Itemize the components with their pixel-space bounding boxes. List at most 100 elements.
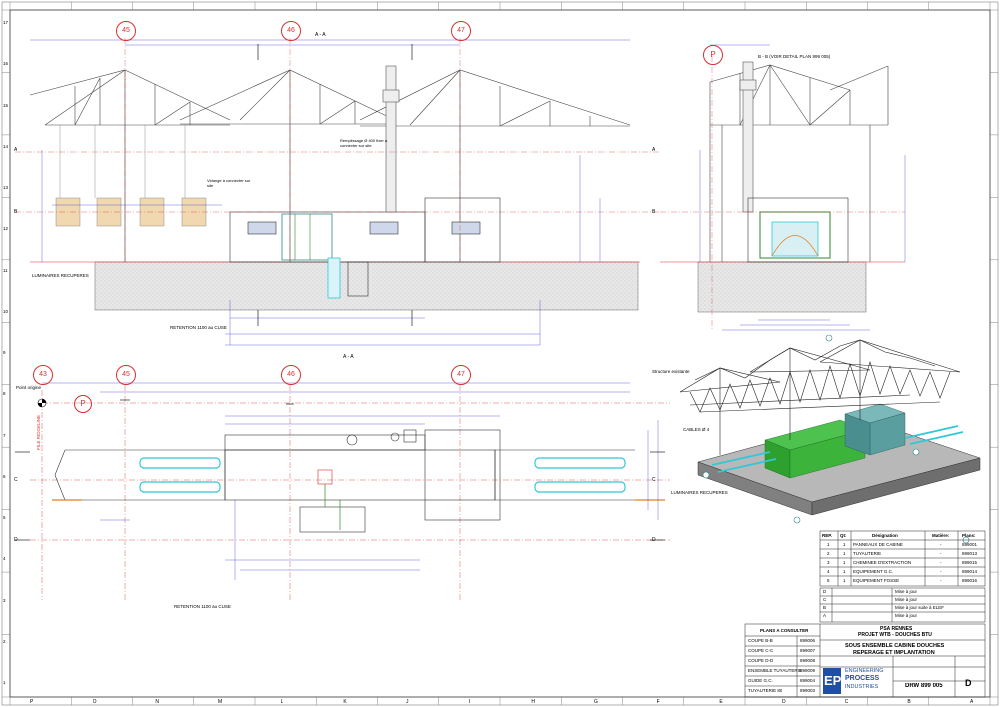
plan-name: ENSEMBLE TUYAUTERIE bbox=[748, 668, 802, 673]
plan-number: 899007 bbox=[800, 648, 816, 653]
border-letter: E bbox=[719, 699, 723, 705]
border-number: 1 bbox=[3, 680, 6, 685]
section-bb bbox=[660, 44, 906, 331]
bom-cell: - bbox=[940, 560, 942, 565]
border-letter: C bbox=[844, 699, 849, 705]
axis-circle-45: 45 bbox=[116, 21, 136, 41]
note-structure-iso: Structure existante bbox=[652, 369, 690, 374]
border-number: 15 bbox=[3, 102, 9, 108]
bom-cell: 1 bbox=[827, 542, 830, 547]
axis-label: 46 bbox=[287, 27, 295, 34]
revision-index: C bbox=[823, 597, 827, 602]
axis-circle-46-plan: 46 bbox=[281, 365, 301, 385]
side-letter: A bbox=[652, 147, 656, 153]
side-letter: C bbox=[14, 477, 18, 483]
bom-cell: 1 bbox=[843, 542, 846, 547]
bom-cell: 899014 bbox=[962, 569, 978, 574]
bom-cell: 1 bbox=[843, 578, 846, 583]
revision-description: Mise à jour bbox=[895, 597, 918, 602]
plan-name: GUIDE G.C. bbox=[748, 678, 773, 683]
axis-circle-p-top: P bbox=[703, 45, 723, 65]
axis-label: 45 bbox=[122, 27, 130, 34]
border-number: 3 bbox=[3, 597, 6, 603]
revision-letter: D bbox=[965, 678, 972, 688]
bom-cell: 4 bbox=[827, 569, 830, 574]
drawing-number: DRW 899 005 bbox=[905, 683, 943, 689]
bom-header-plans: Plans: bbox=[962, 533, 976, 538]
isometric-view bbox=[679, 334, 981, 544]
bom-cell: PANNEAUX DE CABINE bbox=[853, 542, 903, 547]
axis-circle-47: 47 bbox=[451, 21, 471, 41]
drawing-title-1: SOUS ENSEMBLE CABINE DOUCHES bbox=[845, 643, 945, 649]
plans-title: PLANS A CONSULTER bbox=[760, 628, 809, 633]
border-letter: O bbox=[92, 699, 97, 705]
border-letter: H bbox=[531, 699, 535, 705]
section-title-bb: B - B (VOIR DETAIL PLAN 899 005) bbox=[758, 54, 831, 59]
border-letter: J bbox=[406, 699, 409, 705]
bom-cell: 1 bbox=[843, 560, 846, 565]
plan-name: COUPE C-C bbox=[748, 648, 774, 653]
side-letter: D bbox=[14, 537, 18, 543]
piping-equipment bbox=[281, 213, 369, 299]
note-cables-iso: CABLES Ø 4 bbox=[683, 427, 710, 432]
border-letter: B bbox=[907, 699, 911, 705]
bom-header-rep: REP. bbox=[822, 533, 832, 538]
axis-label: 46 bbox=[287, 371, 295, 378]
bom-cell: - bbox=[940, 542, 942, 547]
border-letter: L bbox=[280, 699, 284, 705]
company-line-1: ENGINEERING bbox=[845, 668, 884, 674]
plan-number: 899003 bbox=[800, 688, 816, 693]
side-letter: C bbox=[652, 477, 656, 483]
plan-number: 899004 bbox=[800, 678, 816, 683]
company-line-2: PROCESS bbox=[845, 675, 880, 682]
revision-index: A bbox=[823, 613, 827, 618]
bom-header-designation: Désignation bbox=[872, 533, 898, 538]
drawing-title-2: REPERAGE ET IMPLANTATION bbox=[853, 650, 935, 656]
axis-label: 45 bbox=[122, 371, 130, 378]
plan-name: COUPE D-D bbox=[748, 658, 774, 663]
plan-view bbox=[15, 382, 670, 600]
border-number: 8 bbox=[3, 391, 6, 397]
side-letter: B bbox=[652, 209, 656, 215]
bom-header-matiere: Matière: bbox=[932, 533, 950, 538]
note-vidange: Vidange à connecter sur site bbox=[207, 178, 251, 188]
border-number: 13 bbox=[3, 185, 9, 190]
revision-index: D bbox=[823, 589, 827, 594]
border-number: 5 bbox=[3, 515, 6, 520]
axis-label: 43 bbox=[39, 371, 47, 378]
note-luminaires-iso: LUMINAIRES RECUPERES bbox=[671, 490, 728, 495]
bom-cell: 899015 bbox=[962, 560, 978, 565]
bom-cell: - bbox=[940, 578, 942, 583]
border-letter: P bbox=[30, 699, 34, 705]
bom-cell: CHEMINEE D'EXTRACTION bbox=[853, 560, 912, 565]
axis-label: 47 bbox=[457, 371, 465, 378]
bom-cell: 899016 bbox=[962, 578, 978, 583]
section-title-aa-bottom: A - A bbox=[343, 354, 354, 360]
roof-trusses bbox=[29, 69, 631, 127]
border-letter: M bbox=[218, 699, 223, 705]
note-remplissage: Remplissage Ø 400 fixer à connecter sur … bbox=[340, 138, 388, 148]
border-number: 6 bbox=[3, 473, 6, 479]
section-title-aa-top: A - A bbox=[315, 32, 326, 38]
border-letter: N bbox=[155, 699, 159, 705]
border-number: 4 bbox=[3, 556, 6, 562]
bom-cell: 5 bbox=[827, 578, 830, 583]
plan-number: 899009 bbox=[800, 668, 816, 673]
border-letter: K bbox=[343, 699, 347, 705]
bom-cell: 899013 bbox=[962, 551, 978, 556]
border-number: 7 bbox=[3, 432, 6, 438]
note-luminaires-left: LUMINAIRES RECUPERES bbox=[32, 273, 89, 278]
axis-label: 47 bbox=[457, 27, 465, 34]
bom-cell: 1 bbox=[843, 569, 846, 574]
revision-description: Mise à jour bbox=[895, 589, 918, 594]
border-letter: I bbox=[468, 699, 471, 705]
bom-cell: EQUIPEMENT G.C. bbox=[853, 569, 894, 574]
bom-cell: TUYAUTERIE bbox=[853, 551, 882, 556]
side-letter: B bbox=[14, 209, 18, 215]
revision-description: Mise à jour bbox=[895, 613, 918, 618]
project-name: PROJET WTB - DOUCHES BTU bbox=[858, 632, 932, 638]
border-number: 2 bbox=[3, 638, 6, 644]
bom-cell: 899001 bbox=[962, 542, 978, 547]
bom-cell: 3 bbox=[827, 560, 830, 565]
